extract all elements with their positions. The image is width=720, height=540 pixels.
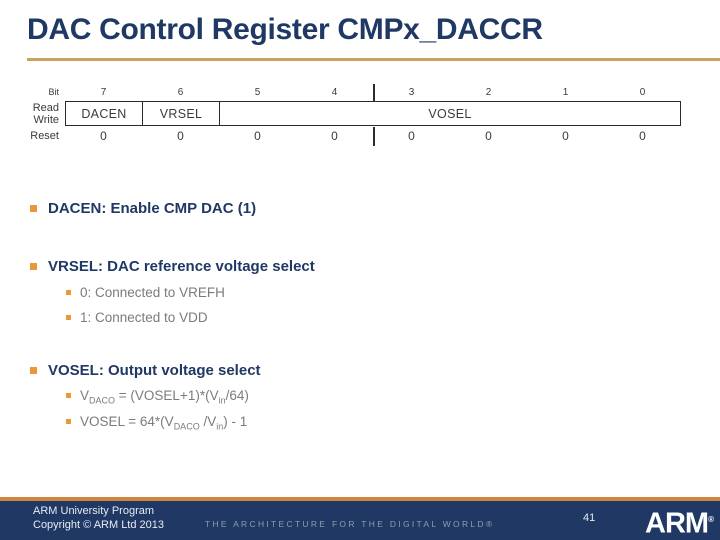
bit-number-2: 2: [485, 86, 492, 98]
reset-value-6: 0: [177, 129, 184, 143]
reset-value-3: 0: [408, 129, 415, 143]
bit-number-7: 7: [100, 86, 107, 98]
bullet-vosel-label: VOSEL: Output voltage select: [48, 362, 261, 379]
bit-number-1: 1: [562, 86, 569, 98]
sub-bullet-formula-vdaco: VDACO = (VOSEL+1)*(Vin/64): [66, 388, 249, 406]
page-number: 41: [583, 512, 596, 524]
bullet-square-icon: [30, 205, 37, 212]
read-write-row: Read Write DACEN VRSEL VOSEL: [20, 100, 690, 127]
field-cell-vrsel: VRSEL: [143, 102, 220, 125]
register-field-box: DACEN VRSEL VOSEL: [65, 101, 681, 126]
nibble-divider-bottom: [373, 127, 375, 146]
bit-number-0: 0: [639, 86, 646, 98]
sub-bullet-vrsel-0-label: 0: Connected to VREFH: [80, 285, 225, 300]
nibble-divider-top: [373, 84, 375, 101]
register-diagram: Bit 7 6 5 4 3 2 1 0 Read Write DACEN VRS…: [20, 84, 690, 146]
bit-number-4: 4: [331, 86, 338, 98]
bit-number-5: 5: [254, 86, 261, 98]
formula-vdaco: VDACO = (VOSEL+1)*(Vin/64): [80, 388, 249, 406]
bit-number-6: 6: [177, 86, 184, 98]
reset-value-4: 0: [331, 129, 338, 143]
reset-value-1: 0: [562, 129, 569, 143]
bit-number-row: Bit 7 6 5 4 3 2 1 0: [20, 84, 690, 100]
footer-tagline: THE ARCHITECTURE FOR THE DIGITAL WORLD®: [205, 519, 495, 529]
arm-logo: ARM®: [645, 507, 714, 540]
title-underline: [27, 58, 720, 61]
bullet-dacen: DACEN: Enable CMP DAC (1): [30, 200, 256, 217]
reset-value-5: 0: [254, 129, 261, 143]
bullet-square-icon: [30, 263, 37, 270]
bit-row-label: Bit: [48, 87, 59, 97]
sub-bullet-vrsel-1-label: 1: Connected to VDD: [80, 310, 208, 325]
sub-bullet-vrsel-1: 1: Connected to VDD: [66, 310, 208, 326]
formula-vosel: VOSEL = 64*(VDACO /Vin) - 1: [80, 414, 248, 432]
read-label: Read: [32, 101, 59, 114]
bit-number-3: 3: [408, 86, 415, 98]
bullet-vosel: VOSEL: Output voltage select: [30, 362, 261, 379]
footer-credits: ARM University Program Copyright © ARM L…: [33, 504, 164, 532]
footer-bar: ARM University Program Copyright © ARM L…: [0, 497, 720, 540]
reset-value-0: 0: [639, 129, 646, 143]
sub-bullet-square-icon: [66, 419, 71, 424]
field-cell-vosel: VOSEL: [428, 106, 472, 121]
bullet-dacen-label: DACEN: Enable CMP DAC (1): [48, 200, 257, 217]
write-label: Write: [33, 113, 59, 126]
sub-bullet-square-icon: [66, 315, 71, 320]
reset-value-2: 0: [485, 129, 492, 143]
reset-value-7: 0: [100, 129, 107, 143]
field-cell-dacen: DACEN: [66, 102, 143, 125]
page-title: DAC Control Register CMPx_DACCR: [27, 13, 543, 46]
sub-bullet-vrsel-0: 0: Connected to VREFH: [66, 285, 225, 301]
bullet-vrsel: VRSEL: DAC reference voltage select: [30, 258, 315, 275]
footer-copyright: Copyright © ARM Ltd 2013: [33, 519, 165, 531]
reset-row-label: Reset: [30, 130, 59, 142]
registered-mark-icon: ®: [708, 515, 714, 524]
sub-bullet-square-icon: [66, 393, 71, 398]
sub-bullet-formula-vosel: VOSEL = 64*(VDACO /Vin) - 1: [66, 414, 248, 432]
read-write-label: Read Write: [20, 102, 65, 126]
reset-row: Reset 0 0 0 0 0 0 0 0: [20, 127, 690, 145]
bullet-vrsel-label: VRSEL: DAC reference voltage select: [48, 258, 315, 275]
bullet-square-icon: [30, 367, 37, 374]
footer-program: ARM University Program: [33, 505, 155, 517]
sub-bullet-square-icon: [66, 290, 71, 295]
